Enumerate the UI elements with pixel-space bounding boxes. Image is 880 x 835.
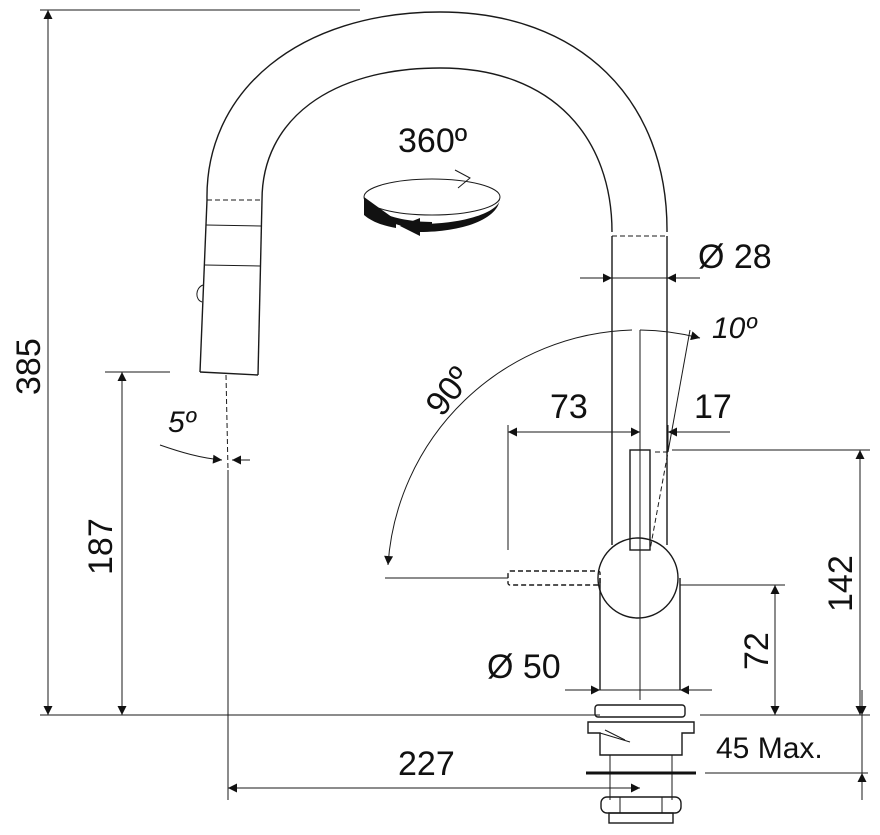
dim-lever-angle: 90º 10º [384, 312, 758, 579]
dim-spray-angle: 5º [159, 406, 250, 465]
svg-text:Ø 50: Ø 50 [487, 648, 561, 686]
svg-text:227: 227 [398, 745, 455, 783]
svg-text:187: 187 [82, 518, 120, 575]
svg-text:10º: 10º [712, 312, 758, 345]
svg-text:5º: 5º [168, 406, 198, 439]
rotation-symbol: 360º [363, 122, 501, 236]
dim-base-diameter: Ø 50 [487, 648, 712, 695]
rotation-label: 360º [398, 122, 467, 160]
spout [206, 11, 668, 545]
svg-text:90º: 90º [418, 360, 479, 423]
dim-mount-thickness: 45 Max. [705, 690, 868, 800]
svg-text:Ø 28: Ø 28 [698, 238, 772, 276]
dim-total-height: 385 [10, 9, 600, 716]
mounting-kit [586, 704, 696, 824]
dim-tube-diameter: Ø 28 [580, 238, 772, 283]
dim-lever-offset: 73 17 [507, 329, 732, 550]
body [507, 330, 681, 700]
spray-head [196, 199, 263, 800]
svg-text:73: 73 [550, 388, 588, 426]
dim-lever-height: 142 [672, 449, 870, 716]
svg-text:142: 142 [822, 555, 860, 612]
svg-text:17: 17 [694, 388, 732, 426]
dim-body-height: 72 [680, 584, 785, 715]
svg-text:72: 72 [738, 632, 776, 670]
dim-reach: 227 [228, 745, 640, 793]
svg-text:45 Max.: 45 Max. [716, 732, 823, 765]
svg-text:385: 385 [10, 338, 48, 395]
dim-spout-height: 187 [82, 371, 170, 715]
